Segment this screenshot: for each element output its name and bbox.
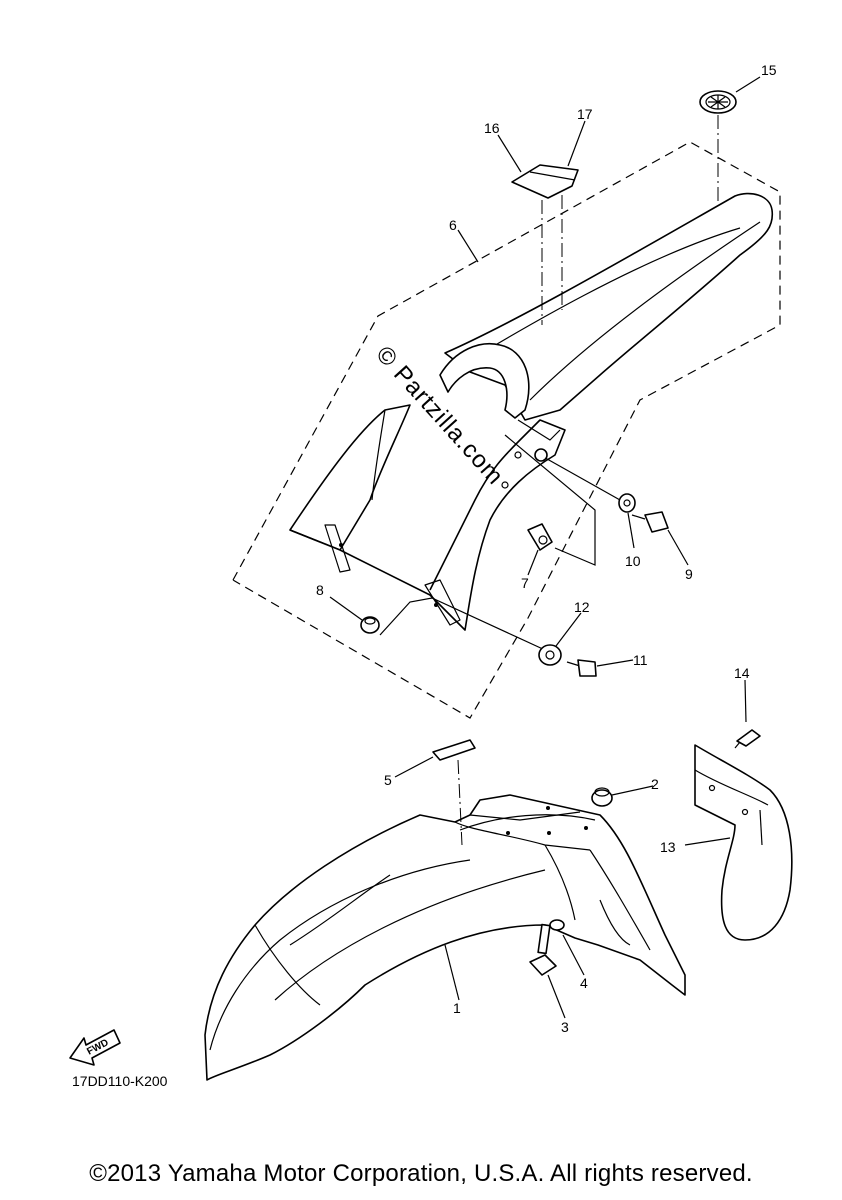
callout-9: 9 xyxy=(685,566,693,582)
fork-guard xyxy=(694,729,793,941)
rear-fender xyxy=(289,192,774,631)
callout-15: 15 xyxy=(761,62,777,78)
callout-12: 12 xyxy=(574,599,590,615)
forward-direction-arrow: FWD xyxy=(69,1029,121,1066)
leader-lines xyxy=(329,76,761,1019)
callout-11: 11 xyxy=(633,652,648,668)
callout-17: 17 xyxy=(577,106,593,122)
callout-16: 16 xyxy=(484,120,500,136)
callout-14: 14 xyxy=(734,665,750,681)
callout-8: 8 xyxy=(316,582,324,598)
diagram-code: 17DD110-K200 xyxy=(72,1073,168,1089)
callout-13: 13 xyxy=(660,839,676,855)
callout-4: 4 xyxy=(580,975,588,991)
rear-fender-hardware xyxy=(360,434,669,677)
yamaha-emblem xyxy=(699,90,737,205)
rear-fender-decals xyxy=(511,164,579,325)
copyright-notice: ©2013 Yamaha Motor Corporation, U.S.A. A… xyxy=(89,1160,753,1187)
rear-fender-group-outline xyxy=(232,141,781,719)
front-fender xyxy=(204,794,686,1081)
callout-3: 3 xyxy=(561,1019,569,1035)
callout-6: 6 xyxy=(449,217,457,233)
callout-2: 2 xyxy=(651,776,659,792)
front-fender-hardware xyxy=(432,739,613,976)
callout-1: 1 xyxy=(453,1000,461,1016)
callout-5: 5 xyxy=(384,772,392,788)
callout-10: 10 xyxy=(625,553,641,569)
callout-labels: 1 2 3 4 5 6 7 8 9 10 11 12 13 14 15 16 1… xyxy=(316,62,777,1035)
callout-7: 7 xyxy=(521,575,529,591)
